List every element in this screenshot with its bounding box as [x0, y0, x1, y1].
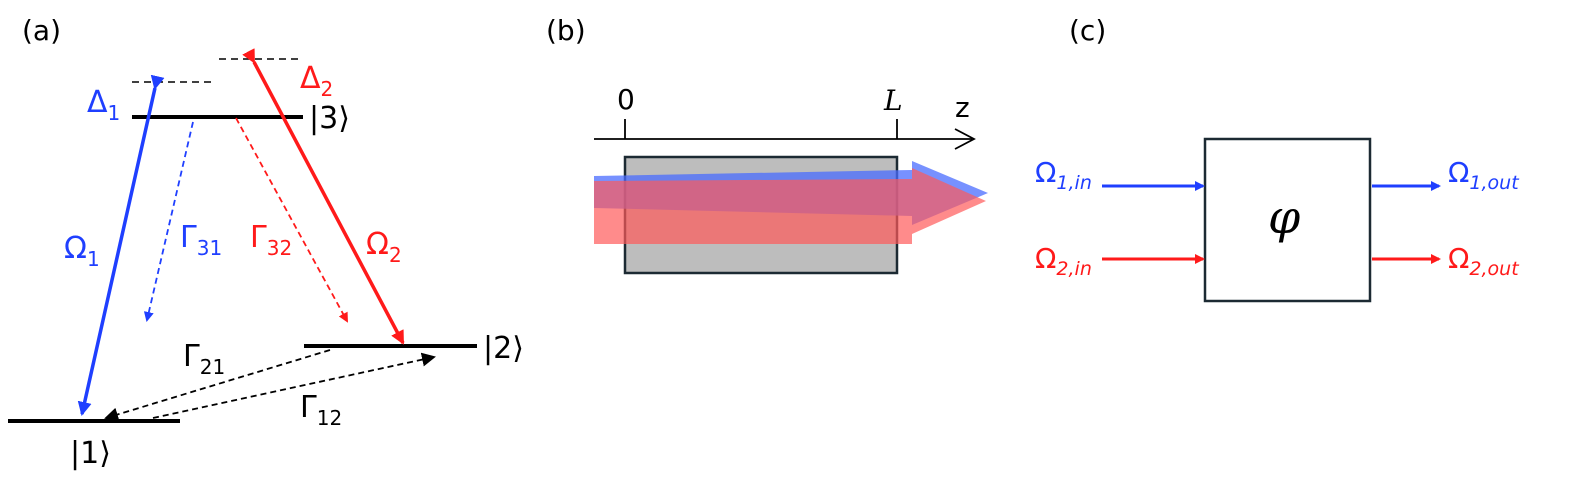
panel-a: (a) |3⟩ |2⟩ |1⟩ Δ1 Δ2 Ω1 Ω2 Γ31 Γ32 Γ21 …: [8, 14, 524, 471]
omega2-arrow: [242, 48, 405, 345]
in1-label: Ω1,in: [1035, 156, 1092, 194]
gamma21-label: Γ21: [183, 339, 225, 379]
phase-symbol: φ: [1268, 190, 1301, 244]
state2-label: |2⟩: [483, 331, 524, 366]
panel-c-label: (c): [1069, 14, 1106, 47]
gamma12-label: Γ12: [300, 390, 342, 430]
panel-b-label: (b): [546, 14, 586, 47]
red-beam: [594, 168, 986, 244]
gamma31-arrow: [143, 121, 194, 322]
gamma12-arrow: [152, 352, 436, 419]
state1-label: |1⟩: [70, 436, 111, 471]
out2-label: Ω2,out: [1448, 242, 1520, 280]
z-axis-arrowhead: [954, 128, 976, 150]
omega1-label: Ω1: [64, 231, 100, 271]
gamma21-arrow: [104, 349, 331, 422]
panel-a-label: (a): [22, 14, 61, 47]
gamma32-label: Γ32: [250, 220, 292, 260]
out1-label: Ω1,out: [1448, 156, 1520, 194]
tick-0-label: 0: [617, 83, 635, 116]
panel-b: (b) 0 L z: [546, 14, 988, 275]
state3-label: |3⟩: [309, 101, 350, 136]
omega1-arrow: [77, 74, 165, 416]
tick-L-label: L: [883, 84, 903, 117]
omega2-label: Ω2: [366, 227, 402, 267]
gamma32-arrow: [235, 117, 348, 323]
in2-label: Ω2,in: [1035, 242, 1092, 280]
gamma31-label: Γ31: [180, 220, 222, 260]
z-axis-label: z: [955, 91, 970, 124]
delta1-label: Δ1: [87, 85, 120, 125]
delta2-label: Δ2: [300, 61, 333, 101]
panel-c: (c) φ Ω1,in Ω2,in Ω1,out Ω2,out: [1035, 14, 1520, 303]
phase-box: [1203, 137, 1372, 303]
